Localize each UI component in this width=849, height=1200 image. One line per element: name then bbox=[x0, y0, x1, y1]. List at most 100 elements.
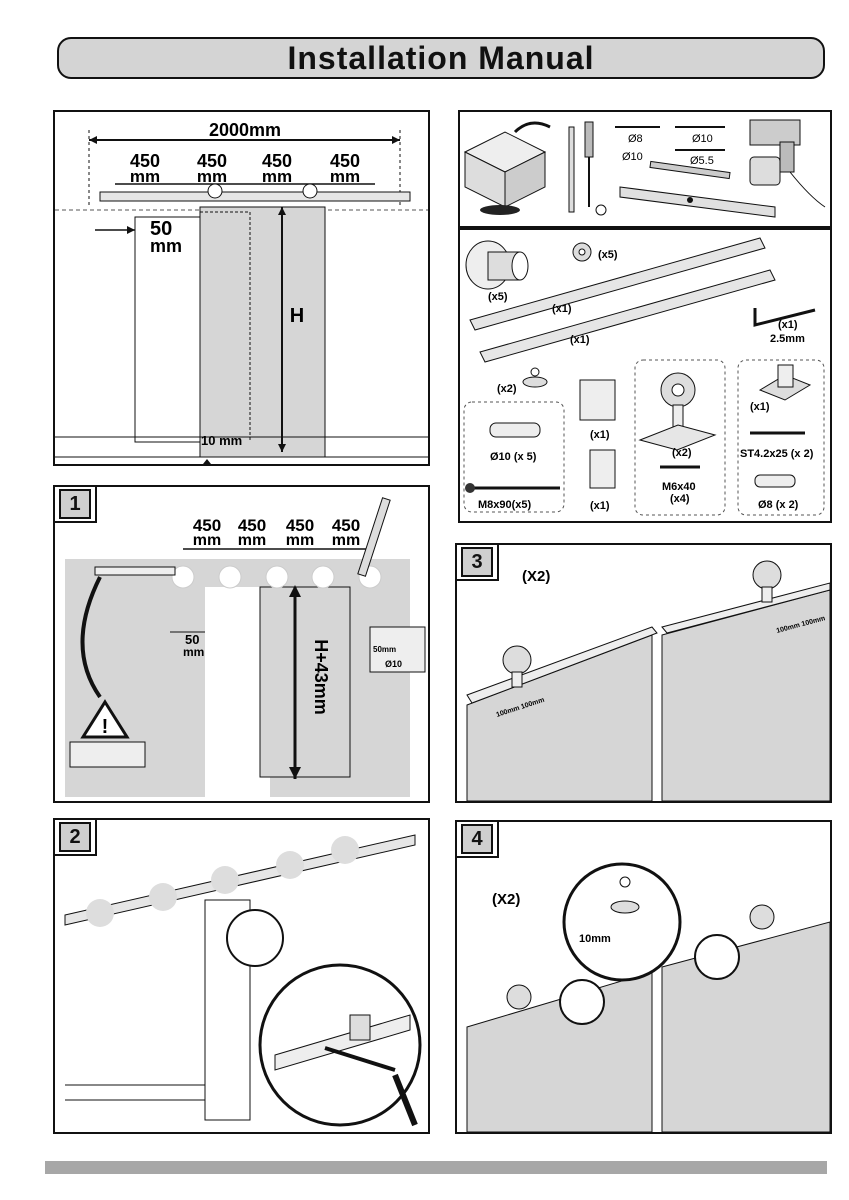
bracket-icon-a bbox=[579, 379, 616, 421]
guide-screw-label: ST4.2x25 (x 2) bbox=[740, 448, 814, 460]
step4-detail-magnifier: 10mm bbox=[562, 862, 682, 982]
rail-top-icon bbox=[469, 237, 766, 331]
offset-value: 50 bbox=[150, 218, 172, 240]
segment-2: 450 mm bbox=[197, 151, 227, 186]
bit-label-3: Ø10 bbox=[692, 133, 713, 145]
parts-diagram: (x5) (x5) (x1) (x1) (x1) 2.5mm (x2) Ø1 bbox=[463, 237, 825, 516]
pencil-icon bbox=[568, 126, 575, 213]
washer-qty: (x5) bbox=[598, 249, 618, 261]
step-1-number: 1 bbox=[59, 489, 91, 519]
door-right-step4 bbox=[661, 921, 830, 1132]
drill-bit-label: Ø10 bbox=[385, 659, 402, 669]
rail-mount-points bbox=[86, 836, 359, 927]
step3-multiplier: (X2) bbox=[522, 568, 550, 585]
floor-gap-label: 10 mm bbox=[201, 433, 242, 448]
wrench-icon bbox=[392, 1073, 418, 1127]
overview-panel: 2000mm 450 mm 450 mm 450 mm 450 mm bbox=[53, 110, 430, 466]
total-width-label: 2000mm bbox=[209, 120, 281, 140]
step1-height-label: H+43mm bbox=[311, 639, 331, 715]
step-2-badge: 2 bbox=[55, 820, 97, 856]
wall-anchor-icon bbox=[489, 422, 541, 438]
level-icon bbox=[94, 566, 176, 576]
s1-seg-4: 450 bbox=[332, 516, 360, 535]
s1-seg-2: 450 bbox=[238, 516, 266, 535]
door-right bbox=[661, 582, 830, 801]
anchor-label: Ø10 (x 5) bbox=[490, 451, 537, 463]
screwdriver-icon bbox=[584, 121, 607, 216]
roller-step4-left bbox=[506, 984, 532, 1010]
floor-guide-icon bbox=[758, 364, 812, 401]
step1-segment-labels: 450 mm 450 mm 450 mm 450 mm bbox=[193, 516, 360, 549]
spanner-icon bbox=[649, 160, 731, 180]
door-panel bbox=[199, 206, 326, 458]
segment-3-unit: mm bbox=[262, 167, 292, 186]
segment-4: 450 mm bbox=[330, 151, 360, 186]
allen-key-qty: (x1) bbox=[778, 319, 798, 331]
roller-qty: (x2) bbox=[672, 447, 692, 459]
step-2-panel: 2 bbox=[53, 818, 430, 1134]
detail-magnifier-large bbox=[258, 963, 422, 1127]
segment-1-unit: mm bbox=[130, 167, 160, 186]
step-4-number: 4 bbox=[461, 824, 493, 854]
tools-panel: Ø8 Ø10 Ø10 Ø5.5 bbox=[458, 110, 832, 228]
manual-title: Installation Manual bbox=[287, 39, 595, 76]
step-4-diagram: (X2) 10mm bbox=[466, 862, 830, 1132]
step1-offset-value: 50 bbox=[185, 632, 199, 647]
floor-guide-qty: (x1) bbox=[750, 401, 770, 413]
step4-floor-gap: 10mm bbox=[579, 933, 611, 945]
rail-bottom-icon bbox=[479, 269, 776, 363]
end-stop-qty: (x2) bbox=[497, 383, 517, 395]
s1-seg-2-unit: mm bbox=[238, 532, 266, 549]
spacer-qty: (x5) bbox=[488, 291, 508, 303]
spirit-level-icon bbox=[619, 186, 776, 218]
step-3-number: 3 bbox=[461, 547, 493, 577]
manual-title-bar: Installation Manual bbox=[57, 37, 825, 79]
tape-measure-icon bbox=[749, 156, 781, 186]
roller-screw-size: M6x40 bbox=[662, 481, 696, 493]
step4-multiplier: (X2) bbox=[492, 891, 520, 908]
s1-seg-1: 450 bbox=[193, 516, 221, 535]
step1-offset-unit: mm bbox=[183, 645, 204, 659]
bit-label-1: Ø8 bbox=[628, 133, 643, 145]
segment-4-value: 450 bbox=[330, 151, 360, 171]
step-4-badge: 4 bbox=[457, 822, 499, 858]
step-3-panel: 3 (X2) 100mm 100mm 100mm 100mm bbox=[455, 543, 832, 803]
end-stop-icon bbox=[522, 367, 548, 388]
curved-arrow-icon bbox=[513, 121, 551, 134]
roller-screw-qty: (x4) bbox=[670, 493, 690, 505]
step-3-diagram: (X2) 100mm 100mm 100mm 100mm bbox=[466, 560, 830, 801]
offset-unit: mm bbox=[150, 236, 182, 256]
bracket-icon-b bbox=[589, 449, 616, 489]
step-3-badge: 3 bbox=[457, 545, 499, 581]
svg-text:!: ! bbox=[102, 716, 109, 738]
segment-3-value: 450 bbox=[262, 151, 292, 171]
segment-3: 450 mm bbox=[262, 151, 292, 186]
bit-label-2: Ø10 bbox=[622, 151, 643, 163]
segment-1: 450 mm bbox=[130, 151, 160, 186]
bracket-qty-b: (x1) bbox=[590, 500, 610, 512]
rail-qty-top: (x1) bbox=[552, 303, 572, 315]
toolbox-icon bbox=[463, 131, 547, 215]
detail-magnifier-small bbox=[226, 909, 284, 967]
drill-marks bbox=[171, 565, 382, 589]
door-left-step4 bbox=[466, 971, 653, 1132]
bit-label-4: Ø5.5 bbox=[690, 155, 714, 167]
overview-diagram: 2000mm 450 mm 450 mm 450 mm 450 mm bbox=[55, 120, 428, 464]
allen-key-icon bbox=[753, 308, 816, 327]
step-1-diagram: 450 mm 450 mm 450 mm 450 mm H+43mm 50 mm bbox=[65, 497, 426, 797]
spacer-icon bbox=[465, 240, 529, 290]
small-magnifier-left bbox=[559, 979, 605, 1025]
pencil-marker-icon bbox=[357, 497, 391, 577]
warning-icon: ! bbox=[80, 699, 130, 739]
segment-4-unit: mm bbox=[330, 167, 360, 186]
s1-seg-1-unit: mm bbox=[193, 532, 221, 549]
allen-key-size: 2.5mm bbox=[770, 333, 805, 345]
guide-anchor-label: Ø8 (x 2) bbox=[758, 499, 799, 511]
segment-2-value: 450 bbox=[197, 151, 227, 171]
bolt-label: M8x90(x5) bbox=[478, 499, 532, 511]
drill-inset: 50mm Ø10 bbox=[369, 626, 426, 673]
height-label: H bbox=[290, 305, 304, 327]
roller-step4-right bbox=[749, 904, 775, 930]
step-2-diagram bbox=[64, 834, 422, 1127]
s1-seg-4-unit: mm bbox=[332, 532, 360, 549]
